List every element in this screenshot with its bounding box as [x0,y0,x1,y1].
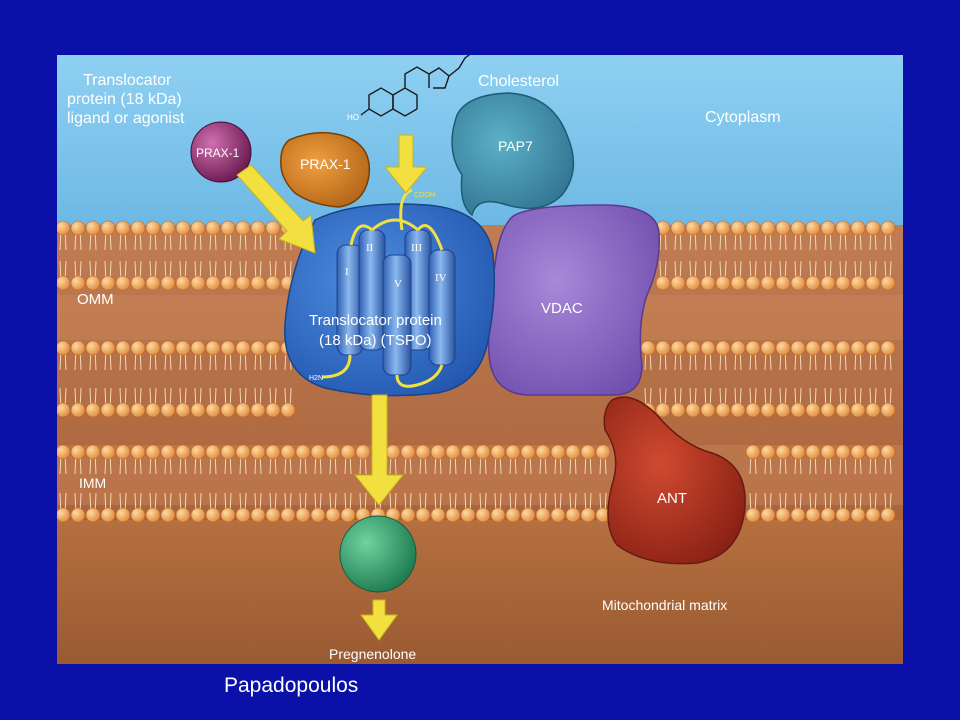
tspo-helices [321,188,456,388]
tspo-diagram: Translocator protein (18 kDa) ligand or … [57,55,903,664]
prax1-sphere [190,121,252,183]
tspo-label-line2: (18 kDa) (TSPO) [319,332,432,349]
cholesterol-label: Cholesterol [478,73,559,90]
pregnenolone-label: Pregnenolone [329,646,416,662]
vdac-label: VDAC [541,300,583,317]
ligand-label-line1: Translocator [83,72,172,89]
helix-label-2: II [366,242,374,254]
ho-label: HO [347,113,359,122]
ant-protein [603,396,746,565]
helix-label-1: I [345,266,349,278]
cooh-label: COOH [414,192,435,199]
pap7-label: PAP7 [498,138,533,154]
imm-label: IMM [79,475,106,491]
matrix-label: Mitochondrial matrix [602,597,727,613]
lipid-bilayers [57,220,896,523]
cholesterol-molecule [360,55,471,117]
ligand-label-line2: protein (18 kDa) [67,91,182,108]
ant-label: ANT [657,490,687,507]
cytoplasm-label: Cytoplasm [705,109,781,126]
tspo-label-line1: Translocator protein [309,312,442,329]
pregnenolone-sphere [339,515,417,593]
caption: Papadopoulos [224,674,359,697]
prax1-blob [280,131,371,208]
matrix-region [57,520,903,664]
helix-label-3: III [411,242,422,254]
helix-label-5: V [394,278,402,290]
omm-label: OMM [77,291,114,308]
ligand-label-line3: ligand or agonist [67,110,185,127]
arrows [236,134,429,641]
helix-label-4: IV [435,272,447,284]
h2n-label: H2N [309,375,323,382]
prax-blob-label: PRAX-1 [300,156,351,172]
pap7-protein [451,92,575,217]
prax-sphere-label: PRAX-1 [196,146,240,160]
